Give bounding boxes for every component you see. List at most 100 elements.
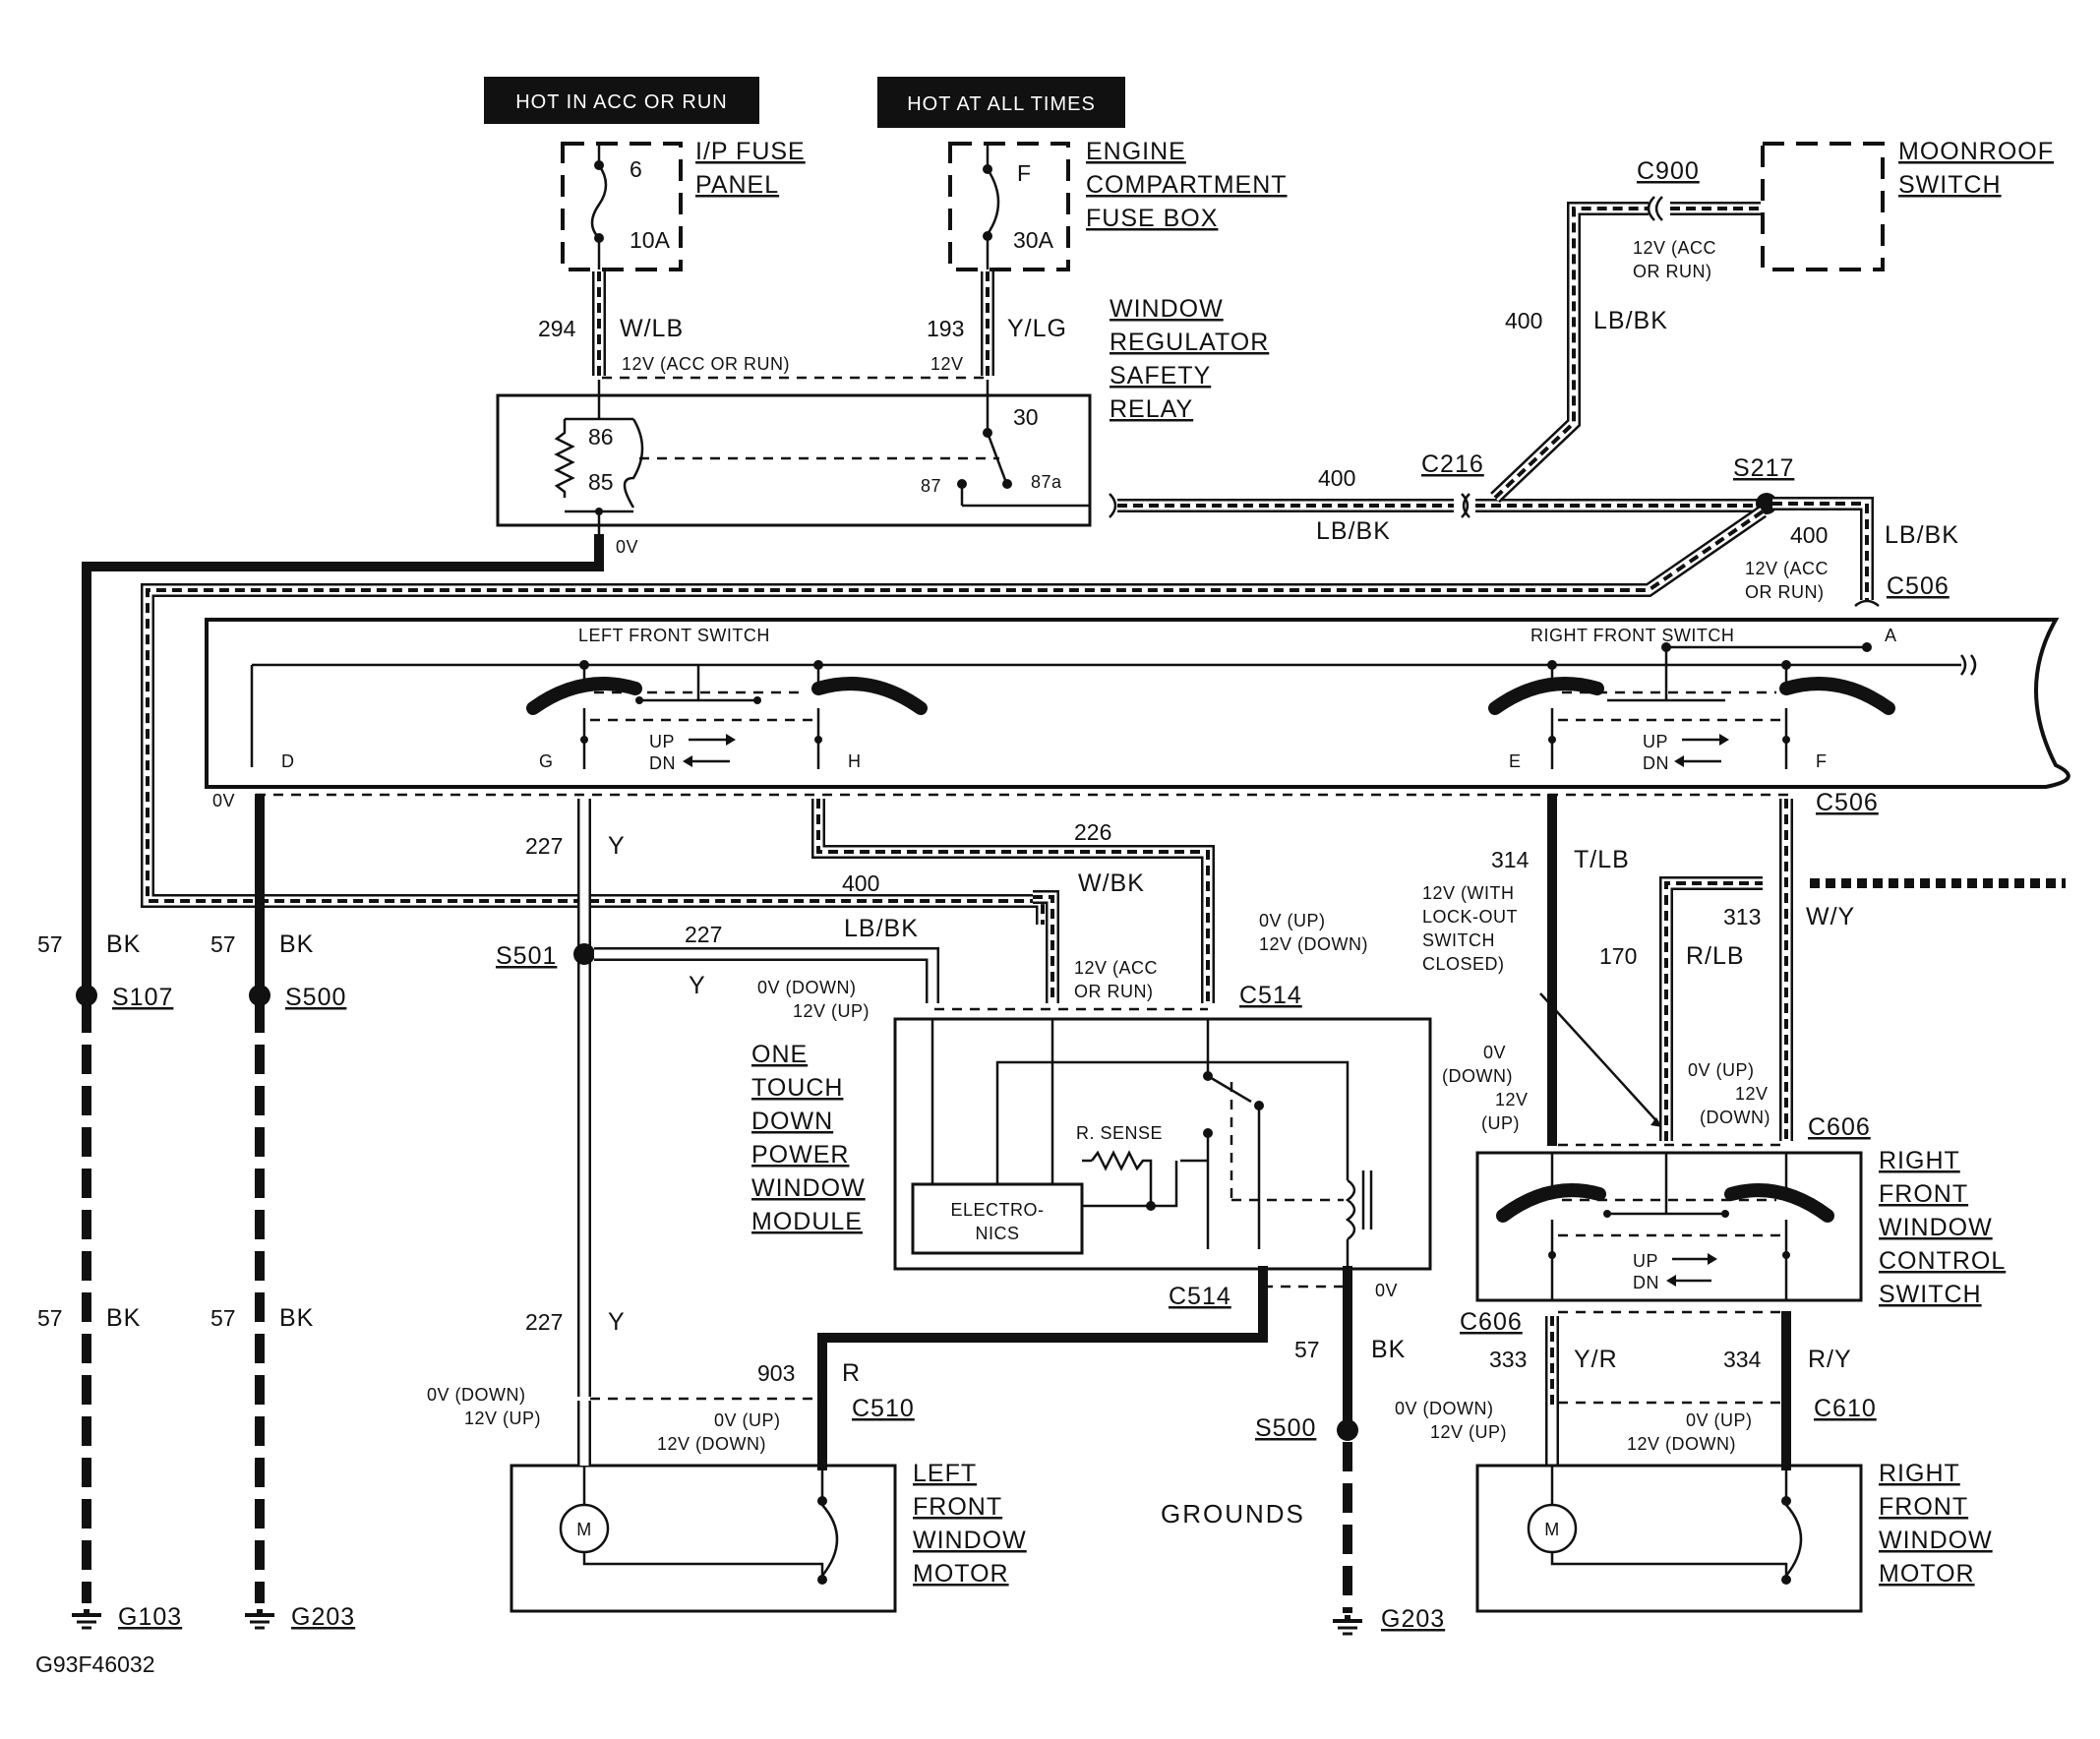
svg-text:12V: 12V bbox=[930, 354, 964, 374]
svg-text:SAFETY: SAFETY bbox=[1110, 362, 1211, 390]
svg-text:LB/BK: LB/BK bbox=[1593, 307, 1668, 334]
svg-text:R: R bbox=[842, 1359, 861, 1387]
svg-text:WINDOW: WINDOW bbox=[913, 1527, 1027, 1554]
window-regulator-safety-relay: 86 85 30 87 87a WINDOW REGULATOR SAFETY … bbox=[496, 295, 1269, 557]
svg-text:CLOSED): CLOSED) bbox=[1422, 954, 1505, 974]
wire-400-relay-to-c216: 400 LB/BK C216 bbox=[1109, 450, 1483, 545]
svg-text:RELAY: RELAY bbox=[1110, 395, 1193, 423]
svg-text:12V (ACC: 12V (ACC bbox=[1074, 958, 1158, 978]
svg-text:HOT AT ALL TIMES: HOT AT ALL TIMES bbox=[907, 93, 1096, 115]
svg-text:FRONT: FRONT bbox=[913, 1493, 1002, 1521]
svg-text:0V (UP): 0V (UP) bbox=[1688, 1060, 1755, 1080]
svg-text:57: 57 bbox=[210, 1305, 236, 1331]
svg-text:MOTOR: MOTOR bbox=[1879, 1560, 1975, 1588]
c506-label: C506 bbox=[1816, 789, 1879, 816]
svg-text:SWITCH: SWITCH bbox=[1879, 1281, 1982, 1308]
svg-text:A: A bbox=[1885, 626, 1897, 645]
svg-text:RIGHT: RIGHT bbox=[1879, 1460, 1960, 1487]
svg-text:227: 227 bbox=[685, 922, 722, 947]
wire-903: 903 R C510 bbox=[757, 1266, 1268, 1470]
svg-text:ONE: ONE bbox=[751, 1041, 808, 1068]
svg-text:SWITCH: SWITCH bbox=[1898, 171, 2002, 199]
svg-text:WINDOW: WINDOW bbox=[1879, 1527, 1993, 1554]
svg-text:12V (UP): 12V (UP) bbox=[464, 1409, 541, 1428]
svg-text:UP: UP bbox=[649, 732, 675, 751]
wire-227: 227 Y S501 227 LB/BK Y 227 Y bbox=[496, 799, 939, 1397]
svg-text:SWITCH: SWITCH bbox=[1422, 930, 1495, 950]
svg-text:LEFT FRONT SWITCH: LEFT FRONT SWITCH bbox=[578, 626, 770, 645]
svg-text:BK: BK bbox=[279, 930, 314, 958]
svg-text:12V (ACC: 12V (ACC bbox=[1745, 559, 1829, 578]
svg-text:REGULATOR: REGULATOR bbox=[1110, 329, 1269, 356]
svg-text:57: 57 bbox=[1294, 1337, 1320, 1362]
svg-text:86: 86 bbox=[588, 424, 614, 450]
svg-text:87a: 87a bbox=[1031, 472, 1062, 492]
svg-text:12V (DOWN): 12V (DOWN) bbox=[657, 1434, 766, 1454]
svg-text:193: 193 bbox=[927, 316, 964, 341]
svg-text:DN: DN bbox=[649, 753, 676, 773]
wire-314: 314 T/LB 12V (WITH LOCK-OUT SWITCH CLOSE… bbox=[1422, 794, 1663, 1146]
left-front-window-motor: 0V (DOWN) 12V (UP) 0V (UP) 12V (DOWN) M … bbox=[427, 1385, 1027, 1613]
svg-text:0V (DOWN): 0V (DOWN) bbox=[757, 978, 857, 997]
svg-text:0V: 0V bbox=[1483, 1043, 1506, 1062]
svg-text:DN: DN bbox=[1643, 753, 1669, 773]
svg-text:313: 313 bbox=[1723, 904, 1761, 929]
svg-text:S501: S501 bbox=[496, 942, 557, 970]
header-hot-all-times: HOT AT ALL TIMES bbox=[877, 77, 1125, 128]
svg-text:57: 57 bbox=[37, 1305, 63, 1331]
svg-text:12V (WITH: 12V (WITH bbox=[1422, 883, 1515, 903]
svg-text:LEFT: LEFT bbox=[913, 1460, 977, 1487]
svg-text:(UP): (UP) bbox=[1481, 1113, 1520, 1133]
svg-text:W/LB: W/LB bbox=[620, 315, 684, 342]
svg-text:R. SENSE: R. SENSE bbox=[1076, 1123, 1163, 1143]
svg-text:170: 170 bbox=[1599, 943, 1637, 969]
svg-text:WINDOW: WINDOW bbox=[1110, 295, 1224, 323]
svg-text:Y: Y bbox=[689, 972, 706, 999]
svg-text:DN: DN bbox=[1633, 1273, 1659, 1292]
svg-text:0V (DOWN): 0V (DOWN) bbox=[1395, 1399, 1494, 1418]
svg-text:333: 333 bbox=[1489, 1347, 1527, 1372]
svg-text:Y/R: Y/R bbox=[1574, 1346, 1618, 1373]
svg-text:PANEL: PANEL bbox=[695, 171, 779, 199]
svg-text:RIGHT: RIGHT bbox=[1879, 1147, 1960, 1174]
svg-text:12V (DOWN): 12V (DOWN) bbox=[1627, 1434, 1736, 1454]
svg-text:C510: C510 bbox=[852, 1395, 915, 1422]
svg-text:CONTROL: CONTROL bbox=[1879, 1247, 2006, 1275]
svg-text:G203: G203 bbox=[291, 1603, 355, 1631]
svg-text:57: 57 bbox=[37, 931, 63, 957]
svg-text:MODULE: MODULE bbox=[751, 1208, 863, 1235]
svg-text:TOUCH: TOUCH bbox=[751, 1074, 843, 1102]
svg-text:I/P FUSE: I/P FUSE bbox=[695, 138, 806, 165]
svg-text:294: 294 bbox=[538, 316, 576, 341]
svg-text:57: 57 bbox=[210, 931, 236, 957]
svg-text:E: E bbox=[1509, 751, 1522, 771]
svg-text:F: F bbox=[1816, 751, 1828, 771]
svg-text:334: 334 bbox=[1723, 1347, 1762, 1372]
svg-text:0V (UP): 0V (UP) bbox=[1259, 911, 1326, 930]
svg-text:H: H bbox=[848, 751, 862, 771]
wire-57-from-d: 57 BK S500 57 BK G203 bbox=[210, 794, 355, 1631]
svg-text:6: 6 bbox=[630, 156, 642, 182]
svg-text:HOT IN ACC OR RUN: HOT IN ACC OR RUN bbox=[515, 91, 728, 113]
svg-text:FRONT: FRONT bbox=[1879, 1493, 1968, 1521]
door-switch-assembly: LEFT FRONT SWITCH RIGHT FRONT SWITCH UP … bbox=[205, 618, 2070, 810]
svg-text:0V (UP): 0V (UP) bbox=[1686, 1410, 1753, 1430]
wire-57-module-ground: 57 BK S500 GROUNDS G203 bbox=[1161, 1266, 1444, 1634]
svg-text:ENGINE: ENGINE bbox=[1086, 138, 1186, 165]
svg-text:C514: C514 bbox=[1169, 1283, 1231, 1310]
svg-text:RIGHT FRONT SWITCH: RIGHT FRONT SWITCH bbox=[1530, 626, 1734, 645]
svg-text:BK: BK bbox=[1371, 1336, 1406, 1363]
wire-313: 313 W/Y 0V (UP) 12V (DOWN) bbox=[1688, 799, 1854, 1141]
header-hot-acc-run: HOT IN ACC OR RUN bbox=[484, 77, 759, 124]
svg-text:POWER: POWER bbox=[751, 1141, 849, 1169]
svg-text:NICS: NICS bbox=[975, 1224, 1019, 1243]
svg-text:226: 226 bbox=[1074, 819, 1111, 845]
svg-text:UP: UP bbox=[1633, 1251, 1658, 1271]
svg-text:C506: C506 bbox=[1887, 572, 1950, 600]
svg-text:0V: 0V bbox=[1375, 1281, 1398, 1300]
svg-text:T/LB: T/LB bbox=[1574, 846, 1630, 873]
svg-text:0V: 0V bbox=[212, 791, 235, 810]
svg-text:FRONT: FRONT bbox=[1879, 1180, 1968, 1208]
svg-text:S217: S217 bbox=[1733, 454, 1794, 482]
